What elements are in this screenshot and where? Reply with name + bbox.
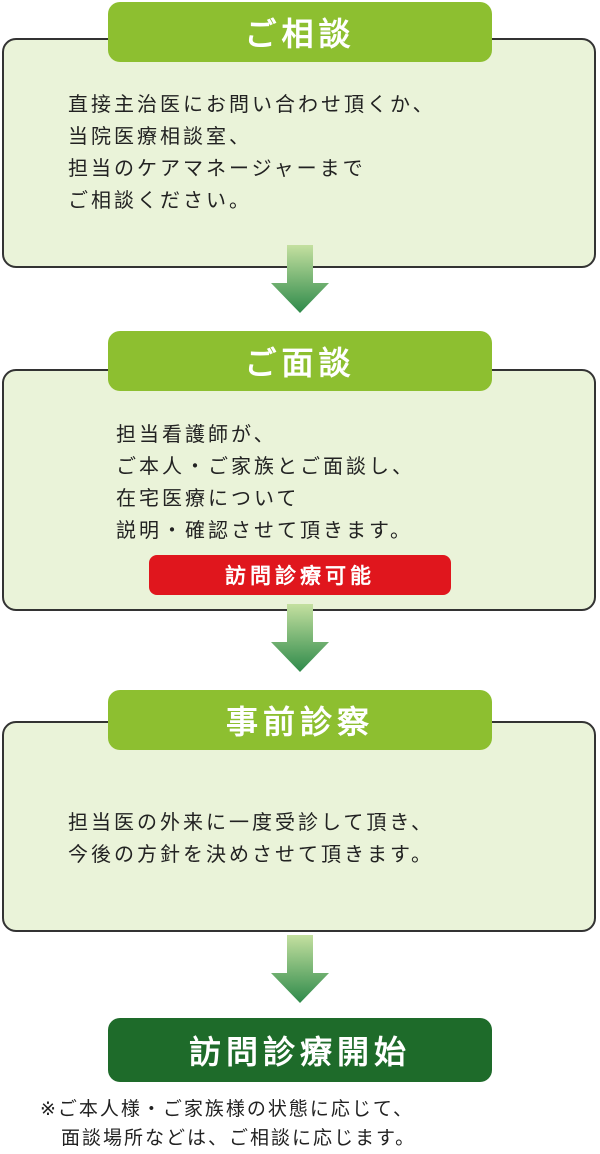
arrow-down-icon [271, 604, 329, 672]
arrow-down-icon [271, 935, 329, 1003]
step-text-interview: 担当看護師が、 ご本人・ご家族とご面談し、 在宅医療について 説明・確認させて頂… [116, 422, 415, 542]
step-box-pre-exam [2, 721, 596, 932]
step-title-interview: ご面談 [108, 331, 492, 391]
step-title-consultation: ご相談 [108, 2, 492, 62]
step-text-pre-exam: 担当医の外来に一度受診して頂き、 今後の方針を決めさせて頂きます。 [68, 810, 434, 866]
step-box-consultation [2, 38, 596, 268]
final-step-home-visit-start: 訪問診療開始 [108, 1018, 492, 1082]
arrow-down-icon [271, 245, 329, 313]
home-visit-available-badge: 訪問診療可能 [149, 555, 451, 595]
step-title-pre-exam: 事前診察 [108, 690, 492, 750]
footnote: ※ご本人様・ご家族様の状態に応じて、 面談場所などは、ご相談に応じます。 [40, 1098, 417, 1149]
step-text-consultation: 直接主治医にお問い合わせ頂くか、 当院医療相談室、 担当のケアマネージャーまで … [68, 92, 436, 212]
